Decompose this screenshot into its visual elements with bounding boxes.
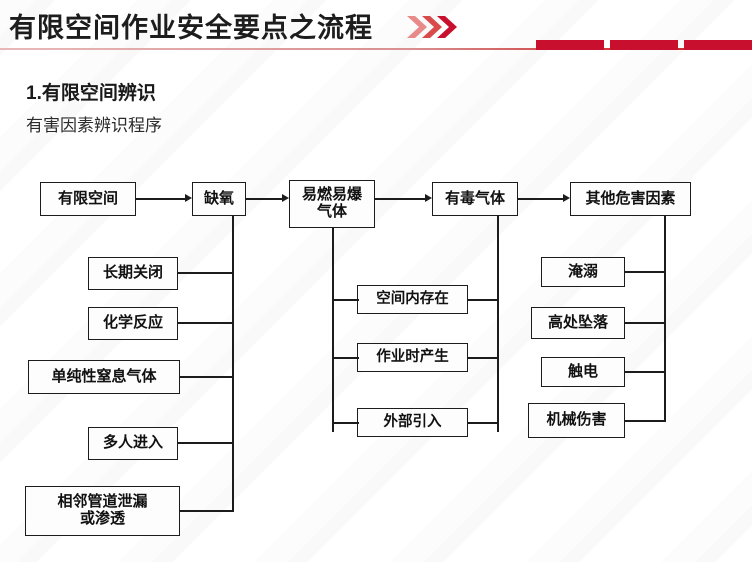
node-multiple-people-entry: 多人进入 — [88, 427, 178, 460]
node-long-term-closure: 长期关闭 — [88, 257, 178, 290]
header-accent-block-2 — [610, 40, 678, 50]
link-external-introduction-left — [332, 422, 359, 424]
node-simple-asphyxiant-gas: 单纯性窒息气体 — [28, 360, 180, 394]
node-mechanical-injury: 机械伤害 — [528, 403, 625, 438]
header-accent-block-1 — [536, 40, 604, 50]
arrow-head-4 — [563, 194, 570, 202]
arrow-confined-to-oxygen — [136, 198, 185, 200]
trunk-toxic-gas — [497, 216, 499, 432]
arrow-head-2 — [282, 194, 289, 202]
double-chevron-right-icon — [405, 14, 465, 40]
link-simple-asphyxiant-gas — [180, 376, 234, 378]
arrow-flammable-to-toxic — [375, 198, 425, 200]
link-electric-shock — [625, 371, 666, 373]
node-present-in-space: 空间内存在 — [357, 285, 468, 314]
link-drowning — [625, 271, 666, 273]
trunk-other-hazard-factors — [664, 216, 666, 421]
node-electric-shock: 触电 — [541, 357, 625, 387]
node-oxygen-deficiency: 缺氧 — [192, 182, 246, 216]
arrow-oxygen-to-flammable — [246, 198, 282, 200]
header-accent-block-3 — [684, 40, 752, 50]
node-confined-space: 有限空间 — [40, 182, 136, 216]
arrow-toxic-to-other — [518, 198, 563, 200]
link-present-in-space-right — [468, 299, 499, 301]
link-external-introduction-right — [468, 422, 499, 424]
link-generated-during-work-right — [468, 357, 499, 359]
slide-header: 有限空间作业安全要点之流程 — [0, 0, 752, 54]
node-chemical-reaction: 化学反应 — [88, 307, 178, 340]
node-fall-from-height: 高处坠落 — [531, 307, 625, 339]
node-toxic-gas: 有毒气体 — [432, 182, 518, 216]
link-chemical-reaction — [178, 322, 234, 324]
link-fall-from-height — [625, 322, 666, 324]
node-flammable-explosive-gas: 易燃易爆 气体 — [289, 180, 375, 228]
trunk-oxygen-deficiency — [232, 216, 234, 512]
node-drowning: 淹溺 — [541, 257, 625, 287]
node-adjacent-pipe-leak: 相邻管道泄漏 或渗透 — [25, 486, 180, 536]
link-multiple-people-entry — [178, 442, 234, 444]
arrow-head-3 — [425, 194, 432, 202]
link-mechanical-injury — [625, 420, 666, 422]
link-generated-during-work-left — [332, 357, 359, 359]
page-title: 有限空间作业安全要点之流程 — [9, 13, 373, 43]
trunk-flammable-explosive-gas — [332, 228, 334, 432]
header-divider — [0, 48, 752, 50]
node-other-hazard-factors: 其他危害因素 — [570, 182, 691, 216]
link-adjacent-pipe-leak — [180, 510, 234, 512]
link-long-term-closure — [178, 272, 234, 274]
section-subheading: 有害因素辨识程序 — [26, 116, 162, 135]
node-external-introduction: 外部引入 — [357, 408, 468, 437]
section-heading: 1.有限空间辨识 — [26, 83, 156, 104]
node-generated-during-work: 作业时产生 — [357, 343, 468, 372]
link-present-in-space-left — [332, 299, 359, 301]
arrow-head-1 — [185, 194, 192, 202]
